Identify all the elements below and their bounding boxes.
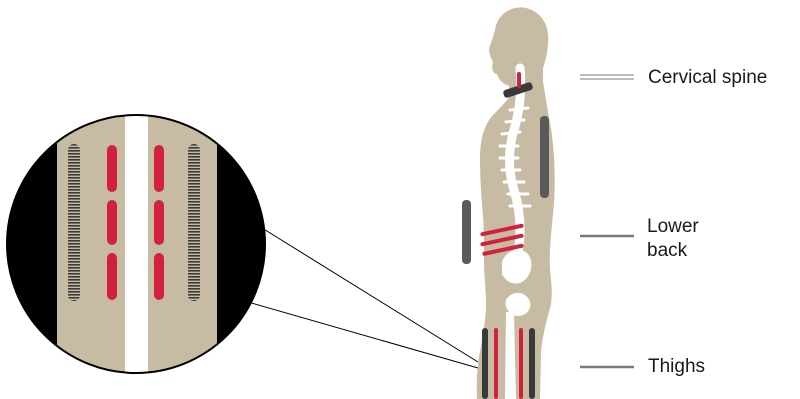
leader-lines bbox=[580, 75, 634, 367]
cervical-red-electrode bbox=[517, 72, 521, 88]
inset-electrode-dark-left bbox=[68, 144, 80, 301]
label-thighs: Thighs bbox=[648, 355, 705, 379]
inset-electrode-red bbox=[107, 145, 117, 192]
inset-electrode-red bbox=[154, 145, 164, 192]
magnified-inset bbox=[0, 100, 300, 399]
label-cervical-spine: Cervical spine bbox=[648, 66, 767, 90]
thigh-electrode-dark bbox=[482, 328, 488, 399]
upper-back-electrode bbox=[540, 116, 549, 198]
callout-line-bottom bbox=[234, 298, 478, 368]
thigh-electrode-dark bbox=[529, 328, 535, 399]
callout-line-top bbox=[262, 228, 478, 362]
thigh-electrode-red bbox=[519, 328, 523, 399]
inset-electrode-red bbox=[154, 200, 164, 245]
label-lower-back-line2: back bbox=[647, 239, 707, 263]
label-lower-back-line1: Lower bbox=[647, 215, 707, 239]
inset-electrode-dark-right bbox=[188, 144, 200, 301]
thigh-electrode-red bbox=[494, 328, 498, 399]
label-lower-back: Lower back bbox=[647, 215, 707, 263]
human-figure bbox=[462, 7, 555, 399]
lower-back-electrode-dark bbox=[462, 200, 471, 264]
inset-electrode-red bbox=[154, 253, 164, 300]
inset-electrode-red bbox=[107, 200, 117, 245]
inset-electrode-red bbox=[107, 253, 117, 300]
